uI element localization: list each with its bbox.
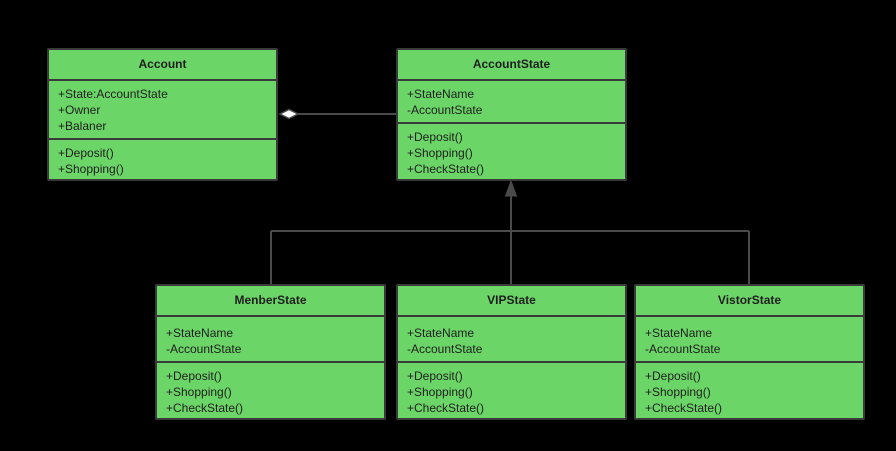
attributes-section: +StateName -AccountState [636,317,863,363]
operation: +Shopping() [407,146,473,160]
attribute: -AccountState [407,103,483,117]
operation: +Deposit() [407,369,463,383]
attributes-section: +State:AccountState +Owner +Balaner [49,81,276,140]
class-account[interactable]: Account +State:AccountState +Owner +Bala… [47,48,278,181]
operation: +Deposit() [645,369,701,383]
operation: +Deposit() [58,146,114,160]
operation: +Deposit() [407,130,463,144]
class-name: AccountState [398,50,625,81]
operation: +CheckState() [407,401,485,415]
attribute: -AccountState [407,342,483,356]
operation: +Shopping() [166,385,232,399]
attribute: -AccountState [645,342,721,356]
class-name: Account [49,50,276,81]
attribute: +Balaner [58,119,107,133]
operations-section: +Deposit() +Shopping() [49,140,276,181]
operation: +Shopping() [58,162,124,176]
attributes-section: +StateName -AccountState [398,317,625,363]
operation: +CheckState() [407,162,485,176]
attribute: +StateName [407,326,475,340]
operations-section: +Deposit() +Shopping() +CheckState() [398,124,625,181]
class-name: VistorState [636,286,863,317]
class-menber-state[interactable]: MenberState +StateName -AccountState +De… [155,284,386,420]
generalization-arrowhead [504,179,518,197]
attribute: +State:AccountState [58,87,168,101]
operation: +Shopping() [407,385,473,399]
attributes-section: +StateName -AccountState [398,81,625,124]
class-name: VIPState [398,286,625,317]
class-account-state[interactable]: AccountState +StateName -AccountState +D… [396,48,627,181]
class-name: MenberState [157,286,384,317]
operation: +CheckState() [166,401,244,415]
operation: +Shopping() [645,385,711,399]
attribute: -AccountState [166,342,242,356]
aggregation-diamond [278,108,300,120]
attribute: +StateName [166,326,234,340]
operations-section: +Deposit() +Shopping() +CheckState() [157,363,384,420]
attribute: +StateName [407,87,475,101]
attribute: +Owner [58,103,101,117]
class-vistor-state[interactable]: VistorState +StateName -AccountState +De… [634,284,865,420]
attributes-section: +StateName -AccountState [157,317,384,363]
operation: +CheckState() [645,401,723,415]
operation: +Deposit() [166,369,222,383]
attribute: +StateName [645,326,713,340]
class-vip-state[interactable]: VIPState +StateName -AccountState +Depos… [396,284,627,420]
operations-section: +Deposit() +Shopping() +CheckState() [398,363,625,420]
operations-section: +Deposit() +Shopping() +CheckState() [636,363,863,420]
